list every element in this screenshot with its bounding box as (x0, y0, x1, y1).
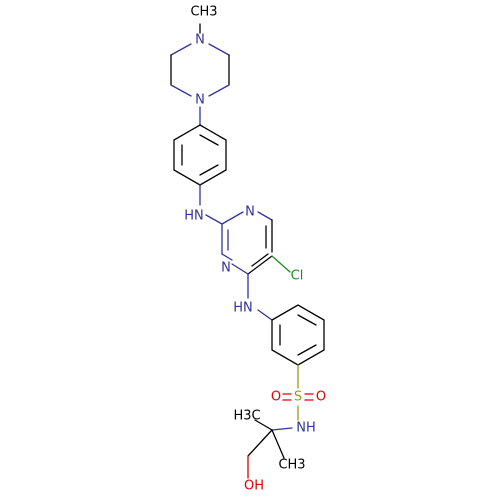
label-n-pyr-left: N (221, 261, 231, 276)
phenyl-ring-bottom (271, 304, 325, 389)
label-n-pip-top: N (195, 33, 205, 48)
label-nh-aniline: HN (184, 209, 204, 224)
sulfonamide-group (271, 393, 314, 431)
hydroxy-tert-butyl-group (247, 419, 285, 479)
label-nh-sulfonamide: NH (296, 421, 316, 436)
label-h3c: H3C (233, 409, 260, 424)
atom-labels: CH3 N N HN N N Cl HN S O O NH H3C CH3 OH (184, 5, 326, 494)
piperazine-ring (170, 23, 230, 126)
pyrimidine-ring (205, 211, 291, 299)
label-ch3: CH3 (278, 458, 305, 473)
label-o-left: O (271, 390, 281, 405)
label-o-right: O (316, 390, 326, 405)
label-methyl-top: CH3 (190, 5, 217, 20)
phenyl-ring-top (173, 124, 227, 206)
label-nh-bridge: HN (233, 301, 253, 316)
label-cl: Cl (291, 269, 304, 284)
nh-bridge-bond (257, 309, 273, 321)
label-s: S (294, 390, 302, 405)
label-n-pip-bottom: N (195, 93, 205, 108)
label-n-pyr-top: N (245, 205, 255, 220)
label-oh: OH (244, 479, 264, 494)
